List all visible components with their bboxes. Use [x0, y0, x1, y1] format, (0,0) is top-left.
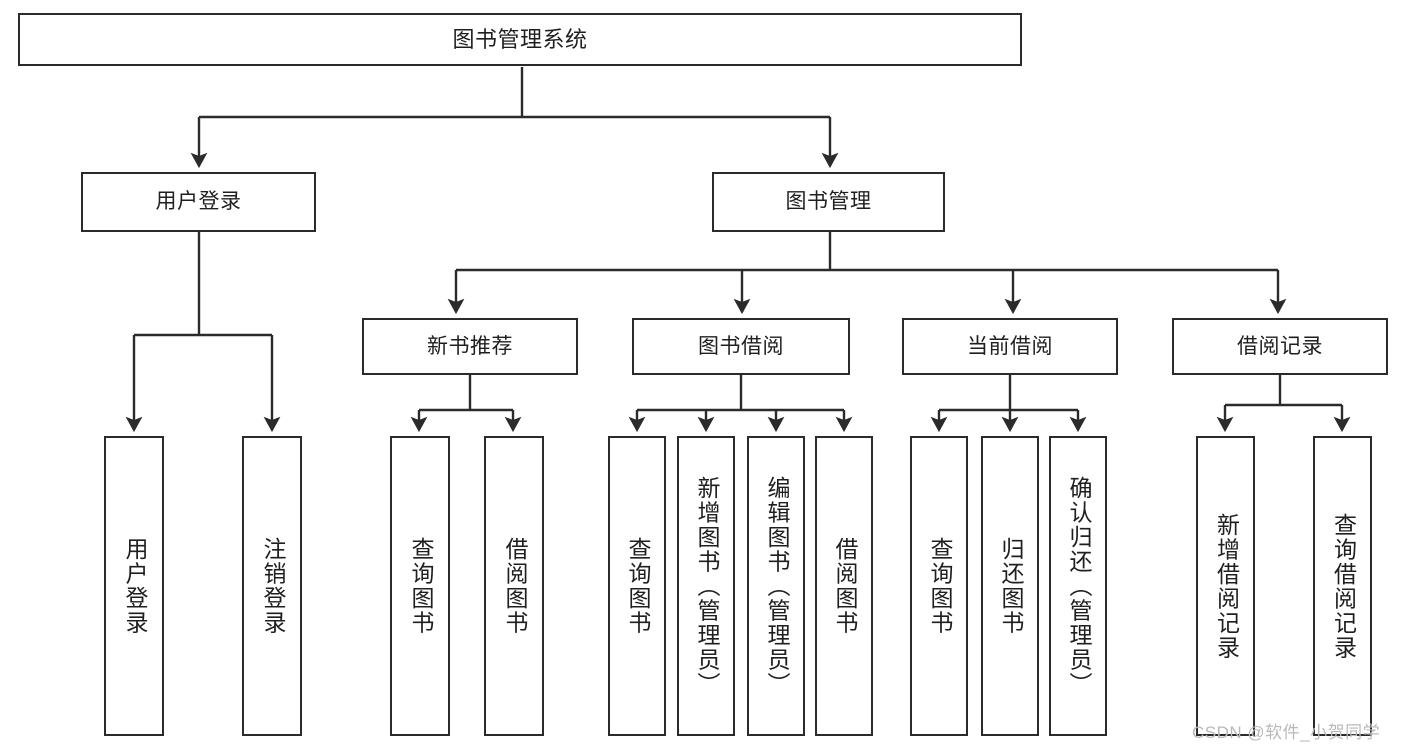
node-leaf-logout[interactable]: 注销登录 [242, 436, 302, 736]
node-leaf-cb-query-book[interactable]: 查询图书 [910, 436, 968, 736]
node-book-borrow[interactable]: 图书借阅 [632, 318, 850, 375]
node-book-manage-label: 图书管理 [785, 190, 872, 214]
node-current-borrow[interactable]: 当前借阅 [902, 318, 1118, 375]
node-leaf-bb-edit-book[interactable]: 编辑图书（管理员） [747, 436, 805, 736]
watermark: CSDN @软件_小贺同学 [1192, 723, 1381, 742]
node-leaf-cb-return-book[interactable]: 归还图书 [981, 436, 1039, 736]
node-leaf-bb-add-book-label: 新增图书（管理员） [693, 475, 720, 697]
node-leaf-br-add-record-label: 新增借阅记录 [1213, 512, 1240, 660]
node-leaf-logout-label: 注销登录 [259, 537, 286, 635]
node-leaf-nb-query-book-label: 查询图书 [407, 537, 434, 635]
node-leaf-nb-query-book[interactable]: 查询图书 [390, 436, 450, 736]
node-current-borrow-label: 当前借阅 [967, 334, 1053, 358]
node-book-manage[interactable]: 图书管理 [712, 172, 945, 232]
node-new-book-recommend-label: 新书推荐 [427, 334, 513, 358]
node-root[interactable]: 图书管理系统 [18, 13, 1022, 66]
node-leaf-br-add-record[interactable]: 新增借阅记录 [1196, 436, 1255, 736]
node-root-label: 图书管理系统 [452, 26, 588, 52]
node-leaf-cb-confirm-return[interactable]: 确认归还（管理员） [1049, 436, 1107, 736]
node-leaf-bb-query-book[interactable]: 查询图书 [608, 436, 666, 736]
node-leaf-nb-borrow-book-label: 借阅图书 [501, 537, 528, 635]
node-leaf-br-query-record-label: 查询借阅记录 [1330, 512, 1357, 660]
node-borrow-record-label: 借阅记录 [1237, 334, 1323, 358]
node-leaf-user-login[interactable]: 用户登录 [104, 436, 164, 736]
node-leaf-nb-borrow-book[interactable]: 借阅图书 [484, 436, 544, 736]
node-user-login[interactable]: 用户登录 [81, 172, 316, 232]
node-leaf-cb-query-book-label: 查询图书 [926, 537, 953, 635]
node-leaf-cb-return-book-label: 归还图书 [997, 537, 1024, 635]
node-leaf-bb-borrow-book-label: 借阅图书 [831, 537, 858, 635]
node-leaf-bb-edit-book-label: 编辑图书（管理员） [763, 475, 790, 697]
node-borrow-record[interactable]: 借阅记录 [1172, 318, 1388, 375]
node-user-login-label: 用户登录 [155, 190, 242, 214]
node-leaf-user-login-label: 用户登录 [121, 537, 148, 635]
node-leaf-cb-confirm-return-label: 确认归还（管理员） [1065, 475, 1092, 697]
node-book-borrow-label: 图书借阅 [698, 334, 784, 358]
node-leaf-bb-borrow-book[interactable]: 借阅图书 [815, 436, 873, 736]
node-leaf-bb-add-book[interactable]: 新增图书（管理员） [677, 436, 735, 736]
node-leaf-bb-query-book-label: 查询图书 [624, 537, 651, 635]
node-new-book-recommend[interactable]: 新书推荐 [362, 318, 578, 375]
node-leaf-br-query-record[interactable]: 查询借阅记录 [1313, 436, 1372, 736]
